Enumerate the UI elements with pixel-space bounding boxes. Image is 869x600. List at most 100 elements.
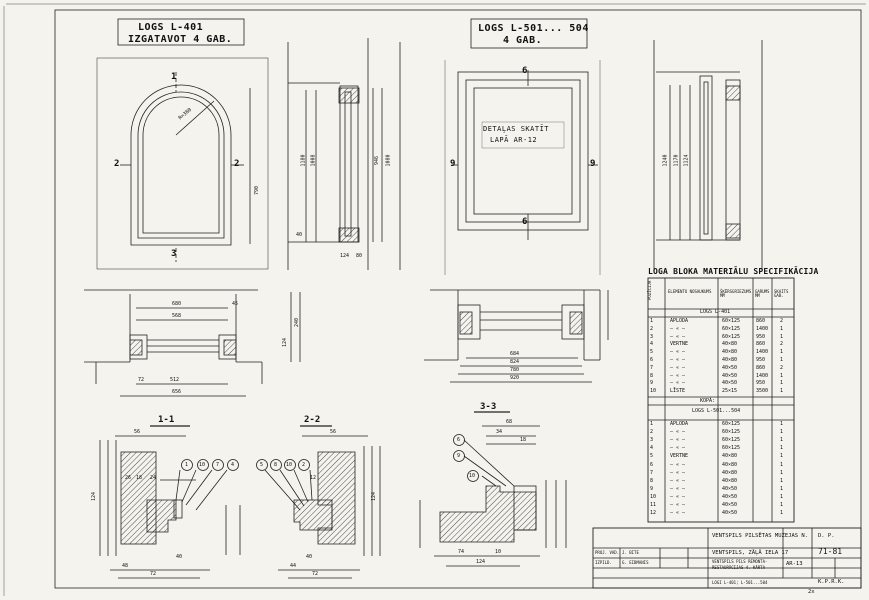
spec-header-position: POZĪCIJA [647,280,652,300]
callout-number: 10 [469,473,476,479]
dim-label: 72 [138,377,145,383]
title-sheet: 71-81 [818,547,843,556]
spec-cell: APLODA [670,421,689,427]
spec-cell: 40×50 [722,493,738,500]
spec-cell: 40×50 [722,364,738,371]
title-code: AR-13 [786,561,803,567]
title-role-1: PROJ. VAD. [595,550,620,555]
spec-cell: 7 [650,469,654,476]
title-desc-1: VENTSPILS PILS REMONTA- [712,559,768,564]
spec-cell: — « — [670,477,686,484]
dim-label: 680 [172,301,182,307]
cut-mark: 3 [171,249,177,259]
spec-cell: 9 [650,380,654,387]
callout-number: 6 [457,437,461,443]
dim-label: 72 [312,571,319,577]
spec-cell: 8 [650,372,654,379]
spec-cell: 6 [650,461,654,468]
dim-label: 40 [176,554,183,560]
dim-label: 124 [91,491,98,502]
spec-cell: 9 [650,485,654,492]
spec-cell: 1 [780,333,784,340]
dim-label: 946 [374,155,381,166]
spec-cell: 40×50 [722,380,738,387]
spec-cell: 1 [780,510,784,517]
dim-label: 12 [310,475,317,481]
dim-label: 684 [510,351,520,357]
dim-label: 1180 [300,154,307,167]
spec-cell: 1 [780,325,784,332]
callout-number: 5 [260,462,264,468]
spec-group-title: LOGS L-401 [700,309,731,315]
spec-cell: — « — [670,364,686,371]
spec-cell: 1400 [756,372,769,379]
spec-cell: 1 [780,485,784,492]
section-1-title: 1-1 [158,415,175,425]
spec-cell: — « — [670,502,686,508]
dim-label: 40 [296,232,303,238]
spec-cell: 40×80 [722,477,738,484]
spec-cell: VERTNE [670,341,689,348]
dim-label: 18 [136,475,143,481]
dim-label: 45 [232,301,239,307]
spec-cell: 60×125 [722,333,741,340]
dim-label: 34 [496,429,503,435]
spec-header-name: ELEMENTU NOSAUKUMS [668,289,712,294]
dim-label: 512 [170,377,180,383]
spec-cell: 4 [650,341,654,348]
spec-group-title: LOGS L-501...504 [692,408,741,414]
spec-cell: 40×80 [722,349,738,356]
detail-note-1: DETAĻAS SKATĪT [483,125,550,133]
spec-cell: 40×50 [722,372,738,379]
title-address: VENTSPILS, ZĀĻĀ IELA 17 [712,550,789,556]
spec-cell: 1 [780,372,784,379]
title-page: 2x [808,589,815,595]
spec-cell: 2 [650,429,654,436]
dim-label: 124 [476,559,486,565]
spec-cell: — « — [670,461,686,468]
detail-note-2: LAPĀ AR-12 [490,136,538,144]
spec-cell: 1 [780,357,784,363]
dim-label: 124 [340,253,350,259]
spec-cell: 1 [650,318,654,324]
section-2-title: 2-2 [304,415,321,425]
dim-label: 80 [356,253,363,259]
spec-cell: 25×15 [722,388,738,395]
dim-label: 48 [122,563,129,569]
spec-cell: 40×50 [722,485,738,492]
title-stage: D. P. [818,533,835,539]
title-object: VENTSPILS PILSĒTAS MUZEJAS N. [712,533,809,539]
spec-cell: 2 [780,318,784,324]
spec-total-label: KOPĀ: [700,398,716,404]
spec-cell: 11 [650,502,657,508]
spec-cell: 2 [650,325,654,332]
dim-label: 1170 [673,154,680,167]
spec-cell: 60×125 [722,325,741,332]
dim-label: 72 [150,571,157,577]
callout-number: 4 [231,462,235,468]
l501-subtitle: 4 GAB. [503,35,543,46]
dim-label: 824 [510,359,520,365]
spec-cell: — « — [670,493,686,500]
spec-header-length: GARUMS MM [755,289,770,298]
dim-label: 790 [254,185,261,196]
spec-cell: 40×80 [722,461,738,468]
spec-cell: 3500 [756,388,769,395]
spec-cell: 1 [780,502,784,508]
spec-cell: 1 [650,421,654,427]
dim-label: 26 [125,475,132,481]
spec-cell: 1 [780,437,784,444]
dim-label: 56 [330,429,337,435]
spec-cell: 40×80 [722,357,738,363]
callout-number: 10 [199,462,206,468]
spec-cell: 860 [756,341,766,348]
title-role-2: IZPILD. [595,560,612,565]
callout-number: 1 [185,462,189,468]
spec-cell: 1 [780,349,784,356]
spec-cell: 8 [650,477,654,484]
callout-number: 7 [216,462,220,468]
spec-cell: 950 [756,333,766,340]
dim-label: 1080 [385,154,392,167]
cut-mark: 2 [234,159,240,169]
